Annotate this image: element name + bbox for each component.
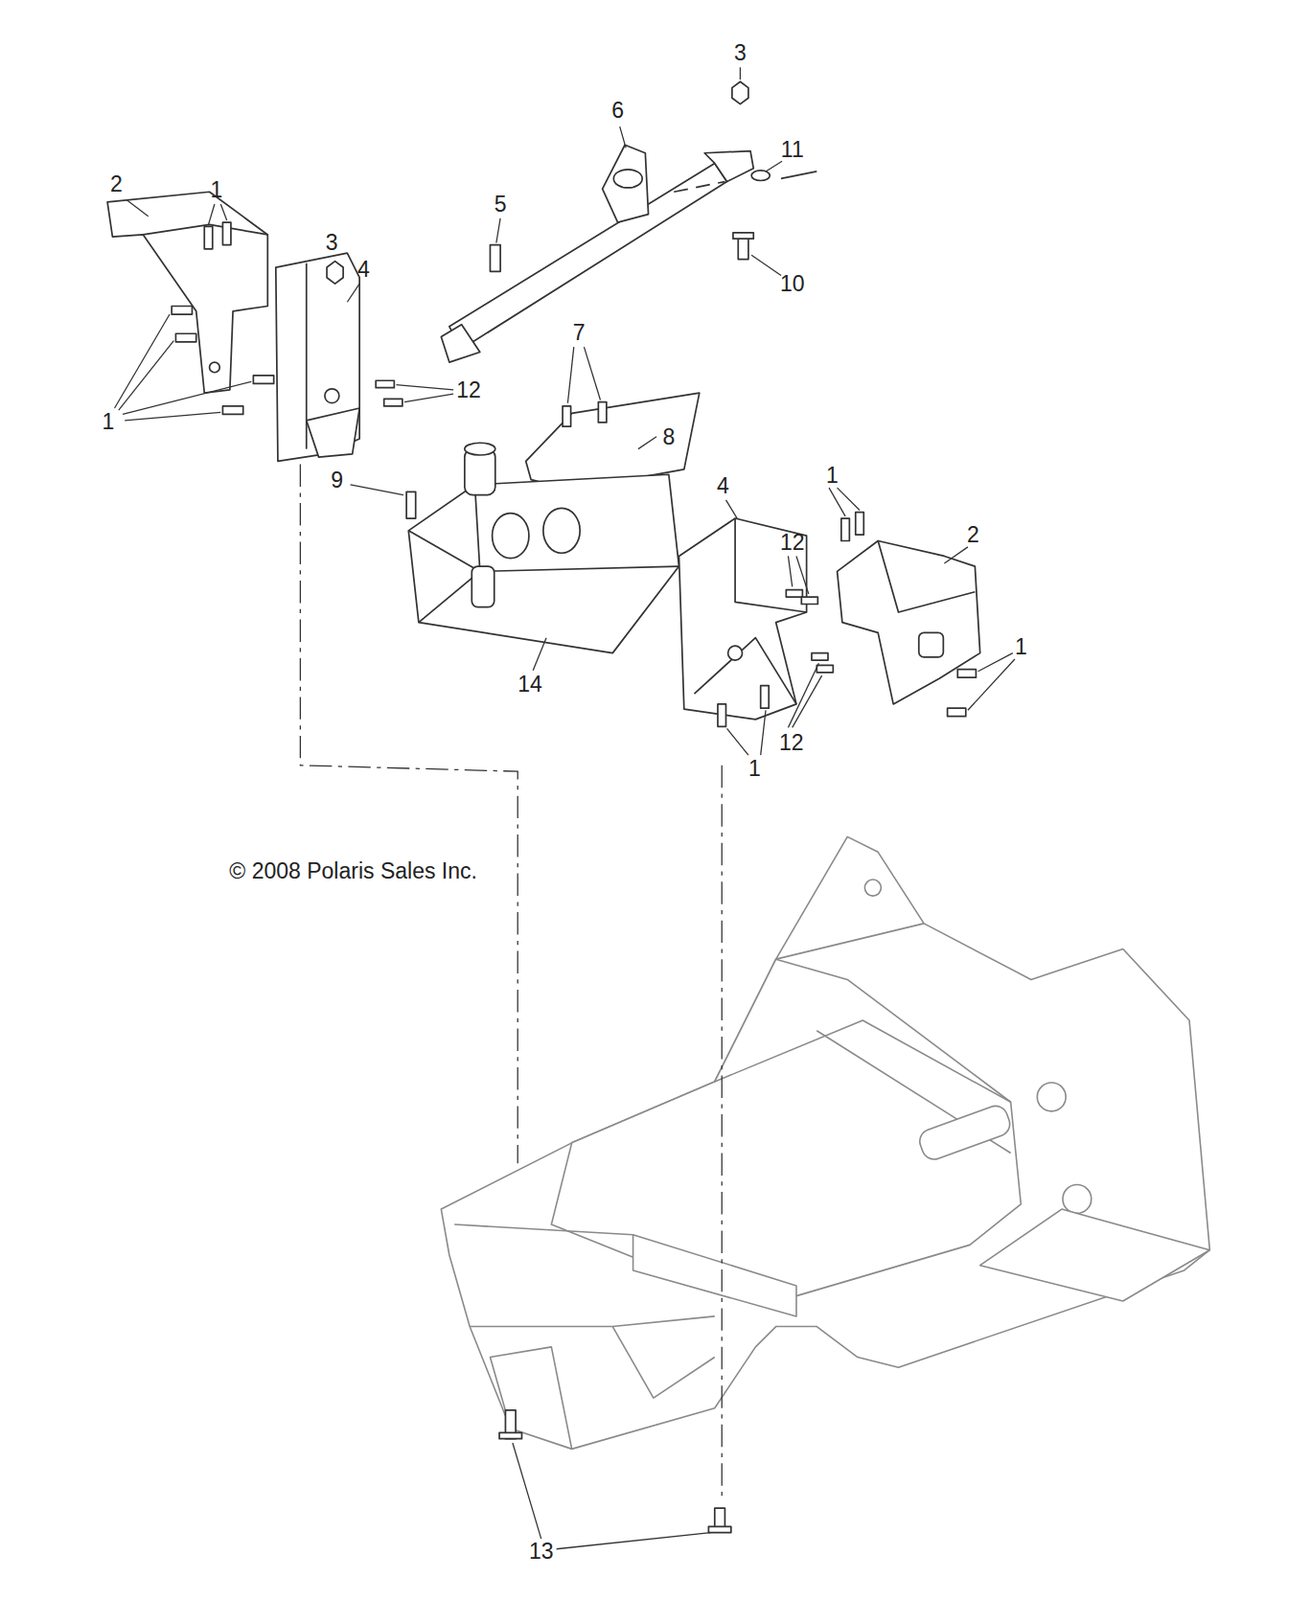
alignment-lines [299, 464, 722, 1501]
callout-number: 12 [780, 530, 805, 553]
copyright-note: © 2008 Polaris Sales Inc. [229, 859, 478, 882]
callout-number: 1 [826, 464, 839, 487]
callout-number: 4 [716, 475, 730, 498]
callout-number: 11 [781, 138, 805, 161]
callout-number: 12 [456, 378, 482, 401]
callout-number: 2 [966, 524, 980, 547]
callout-number: 9 [330, 468, 344, 491]
callout-number: 1 [209, 179, 223, 202]
callout-number: 8 [662, 426, 675, 449]
callout-number: 7 [573, 322, 586, 345]
callout-number: 1 [748, 758, 761, 781]
leader-lines [115, 67, 1015, 1549]
chassis [440, 836, 1210, 1449]
callout-number: 13 [529, 1541, 554, 1564]
callout-number: 1 [102, 411, 115, 434]
callout-number: 3 [325, 230, 339, 253]
callout-number: 4 [357, 258, 370, 281]
callout-number: 1 [1014, 636, 1028, 659]
callout-number: 5 [494, 193, 507, 216]
callout-number: 12 [779, 731, 805, 754]
callout-number: 14 [517, 672, 543, 695]
callout-number: 2 [110, 172, 123, 195]
callout-number: 3 [734, 42, 747, 65]
callout-number: 6 [611, 99, 624, 122]
callout-number: 10 [780, 273, 805, 296]
